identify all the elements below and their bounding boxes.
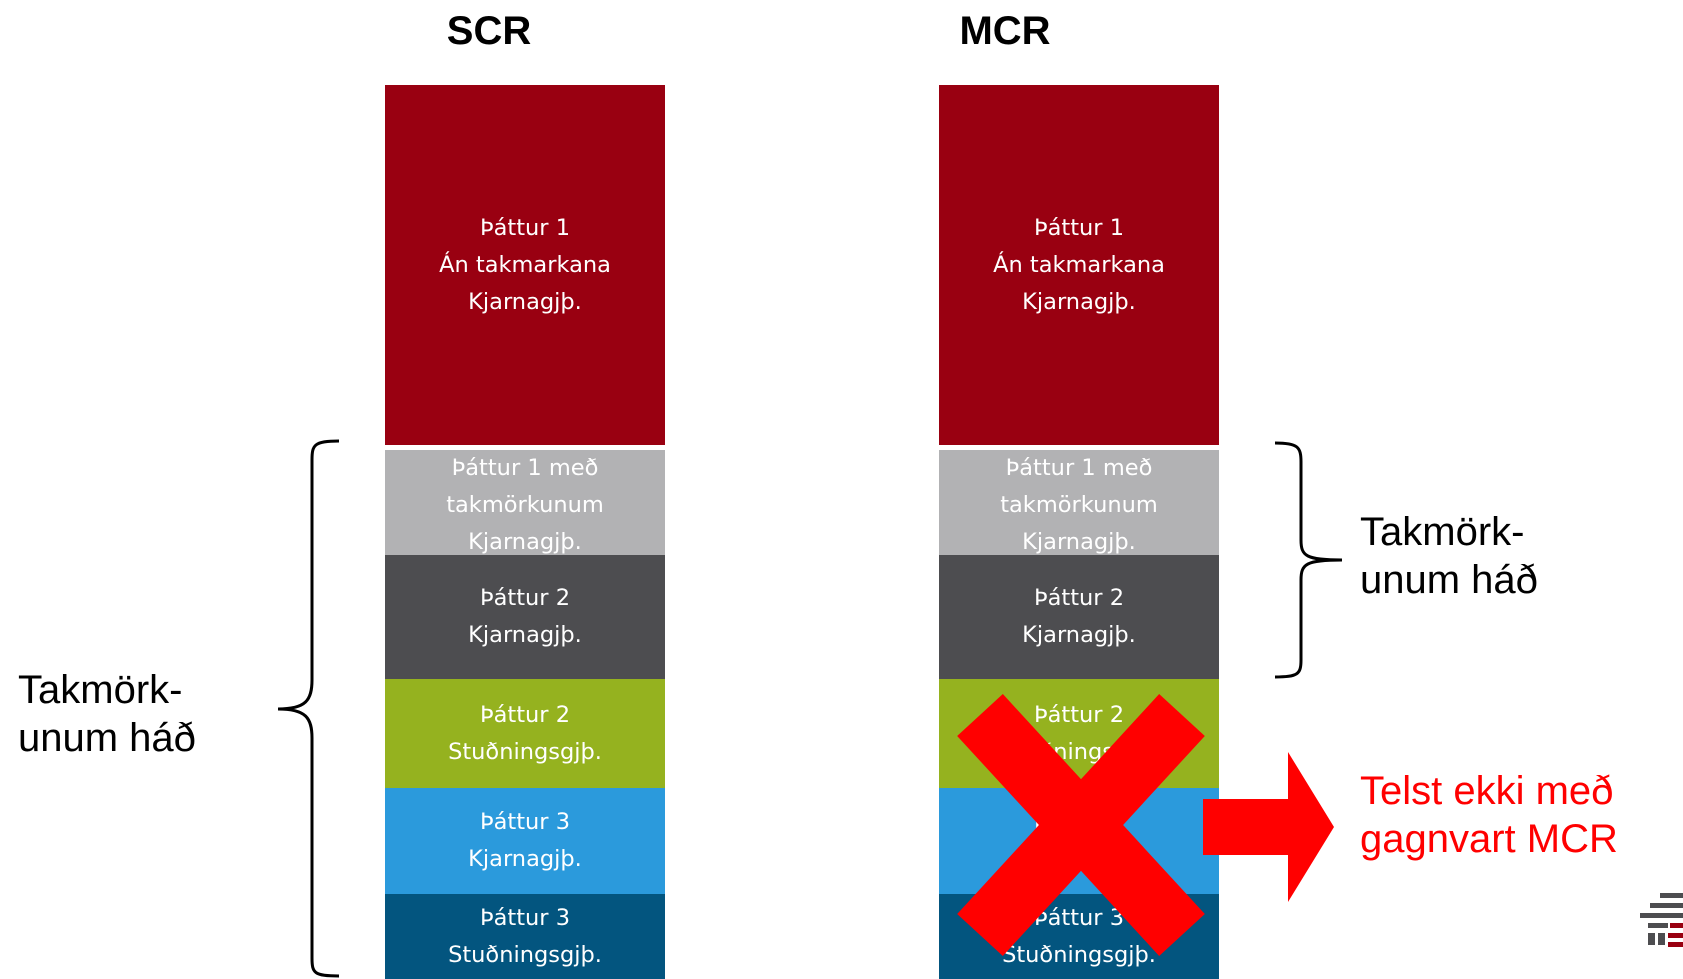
segment-line: Þáttur 2 [479, 701, 571, 728]
segment-line: takmörkunum [1000, 492, 1158, 518]
segment-line: Þáttur 1 [1033, 214, 1125, 241]
excluded-note: Telst ekki með gagnvart MCR [1360, 767, 1618, 863]
scr-brace-icon [277, 439, 340, 978]
scr-column: Þáttur 1 Án takmarkana Kjarnagjþ. Þáttur… [385, 85, 665, 979]
segment-line: Stuðningsgjþ. [448, 941, 602, 968]
scr-segment-factor1-limited: Þáttur 1 með takmörkunum Kjarnagjþ. [385, 450, 665, 555]
segment-line: takmörkunum [446, 492, 604, 518]
segment-line: Kjarnagjþ. [1022, 529, 1136, 555]
segment-line: Stuðningsgjþ. [448, 738, 602, 765]
segment-line: Þáttur 3 [1033, 904, 1125, 931]
segment-line: Þáttur 3 [479, 809, 571, 835]
label-line: Takmörk- [1360, 510, 1525, 554]
mcr-heading: MCR [959, 9, 1051, 53]
mcr-bracket-label: Takmörk- unum háð [1360, 508, 1538, 604]
segment-line: Kjarnagjþ. [1022, 288, 1136, 315]
segment-line: Stuðningsgjþ. [1002, 941, 1156, 968]
segment-line: Kjarnagjþ. [468, 288, 582, 315]
segment-line: Kjarnagjþ. [468, 529, 582, 555]
segment-line: Þáttur 2 [479, 585, 571, 611]
scr-segment-factor3-core: Þáttur 3 Kjarnagjþ. [385, 788, 665, 894]
label-line: unum háð [18, 716, 196, 760]
scr-bracket-label: Takmörk- unum háð [18, 666, 196, 762]
mcr-segment-factor1: Þáttur 1 Án takmarkana Kjarnagjþ. [939, 85, 1219, 445]
segment-line: Kjarnagjþ. [468, 622, 582, 648]
scr-segment-factor2-core: Þáttur 2 Kjarnagjþ. [385, 555, 665, 679]
segment-line: Þáttur 2 [1033, 701, 1125, 728]
segment-line: Kjarnagjþ. [1022, 622, 1136, 648]
label-line: Takmörk- [18, 668, 183, 712]
scr-heading: SCR [446, 9, 532, 53]
scr-segment-factor1: Þáttur 1 Án takmarkana Kjarnagjþ. [385, 85, 665, 445]
mcr-segment-factor2-core: Þáttur 2 Kjarnagjþ. [939, 555, 1219, 679]
mcr-segment-factor1-limited: Þáttur 1 með takmörkunum Kjarnagjþ. [939, 450, 1219, 555]
arrow-right-icon [1203, 752, 1334, 902]
segment-line: Þáttur 1 með [451, 455, 599, 481]
segment-line: Þáttur 1 [479, 214, 571, 241]
note-line: Telst ekki með [1360, 769, 1614, 813]
scr-segment-factor3-support: Þáttur 3 Stuðningsgjþ. [385, 894, 665, 979]
mcr-brace-icon [1274, 441, 1343, 679]
segment-line: Án takmarkana [993, 251, 1165, 278]
segment-line: Án takmarkana [439, 251, 611, 278]
organization-logo-icon [1640, 893, 1683, 947]
segment-line: Þáttur 3 [479, 904, 571, 931]
cross-icon [957, 694, 1205, 956]
note-line: gagnvart MCR [1360, 817, 1618, 861]
segment-line: Þáttur 1 með [1005, 455, 1153, 481]
segment-line: Kjarnagjþ. [468, 846, 582, 872]
scr-segment-factor2-support: Þáttur 2 Stuðningsgjþ. [385, 679, 665, 788]
segment-line: Þáttur 2 [1033, 585, 1125, 611]
label-line: unum háð [1360, 558, 1538, 602]
